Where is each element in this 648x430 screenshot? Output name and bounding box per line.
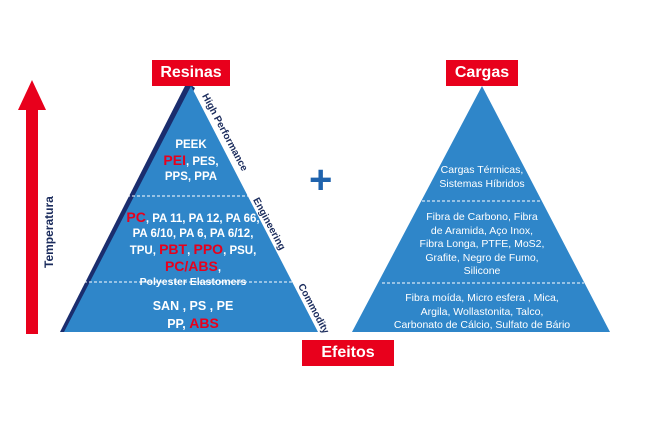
cargas-t2-line: Grafite, Negro de Fumo, bbox=[425, 251, 539, 264]
plus-sign: + bbox=[309, 158, 333, 202]
cargas-t1-line: Cargas Térmicas, bbox=[440, 164, 524, 176]
com-line-1: SAN , PS , PE bbox=[152, 299, 234, 313]
cargas-t1-line: Sistemas Híbridos bbox=[439, 177, 525, 190]
resin-pyramid bbox=[64, 86, 318, 332]
eng-comma: , bbox=[217, 262, 222, 274]
efeitos-label: Efeitos bbox=[302, 340, 394, 366]
hp-pes: , PES, bbox=[185, 156, 219, 168]
hp-pei: PEI bbox=[163, 152, 186, 168]
eng-line-2: PA 6/10, PA 6, PA 6/12, bbox=[132, 228, 254, 240]
cargas-t3-line: Fibra moída, Micro esfera , Mica, bbox=[405, 292, 559, 304]
eng-tpu: TPU, bbox=[129, 245, 160, 257]
com-pp: PP, bbox=[167, 317, 190, 331]
cargas-label: Cargas bbox=[446, 60, 518, 86]
eng-sep: , bbox=[187, 245, 194, 257]
eng-psu: , PSU, bbox=[223, 245, 257, 257]
hp-line-3: PPS, PPA bbox=[164, 171, 218, 183]
temperatura-label: Temperatura bbox=[42, 196, 56, 268]
eng-pcabs: PC/ABS bbox=[164, 258, 218, 274]
tier-commodity: SAN , PS , PE PP, ABS bbox=[128, 298, 258, 333]
cargas-t3-line: Argila, Wollastonita, Talco, bbox=[420, 305, 544, 318]
polyester-elastomers: Polyester Elastomers bbox=[139, 276, 247, 288]
tier-engineering: PC, PA 11, PA 12, PA 66, PA 6/10, PA 6, … bbox=[118, 210, 268, 276]
cargas-pyramid bbox=[352, 86, 610, 332]
cargas-tier-1: Cargas Térmicas, Sistemas Híbridos bbox=[422, 164, 542, 191]
eng-pa: , PA 11, PA 12, PA 66, bbox=[145, 213, 260, 225]
temperature-arrow bbox=[18, 80, 46, 334]
eng-pbt: PBT bbox=[159, 241, 188, 257]
cargas-tier-2: Fibra de Carbono, Fibra de Aramida, Aço … bbox=[407, 211, 557, 279]
eng-ppo: PPO bbox=[193, 241, 224, 257]
cargas-t2-line: Fibra de Carbono, Fibra bbox=[426, 211, 538, 223]
resinas-label: Resinas bbox=[152, 60, 230, 86]
cargas-t2-line: Fibra Longa, PTFE, MoS2, bbox=[419, 238, 545, 250]
hp-line-1: PEEK bbox=[175, 139, 207, 151]
eng-line-1: PC, PA 11, PA 12, PA 66, bbox=[118, 210, 268, 227]
eng-pc: PC bbox=[126, 209, 146, 225]
tier-high-performance: PEEK PEI, PES, PPS, PPA bbox=[140, 138, 242, 185]
cargas-t2-line: Silicone bbox=[463, 265, 501, 277]
cargas-t2-line: de Aramida, Aço Inox, bbox=[430, 224, 534, 237]
eng-line-4: PC/ABS, bbox=[118, 259, 268, 276]
eng-line-3: TPU, PBT, PPO, PSU, bbox=[118, 242, 268, 259]
cargas-t3-line: Carbonato de Cálcio, Sulfato de Bário bbox=[393, 319, 571, 331]
com-abs: ABS bbox=[189, 315, 219, 331]
com-line-2: PP, ABS bbox=[128, 315, 258, 333]
hp-line-2: PEI, PES, bbox=[140, 153, 242, 170]
cargas-tier-3: Fibra moída, Micro esfera , Mica, Argila… bbox=[382, 292, 582, 333]
